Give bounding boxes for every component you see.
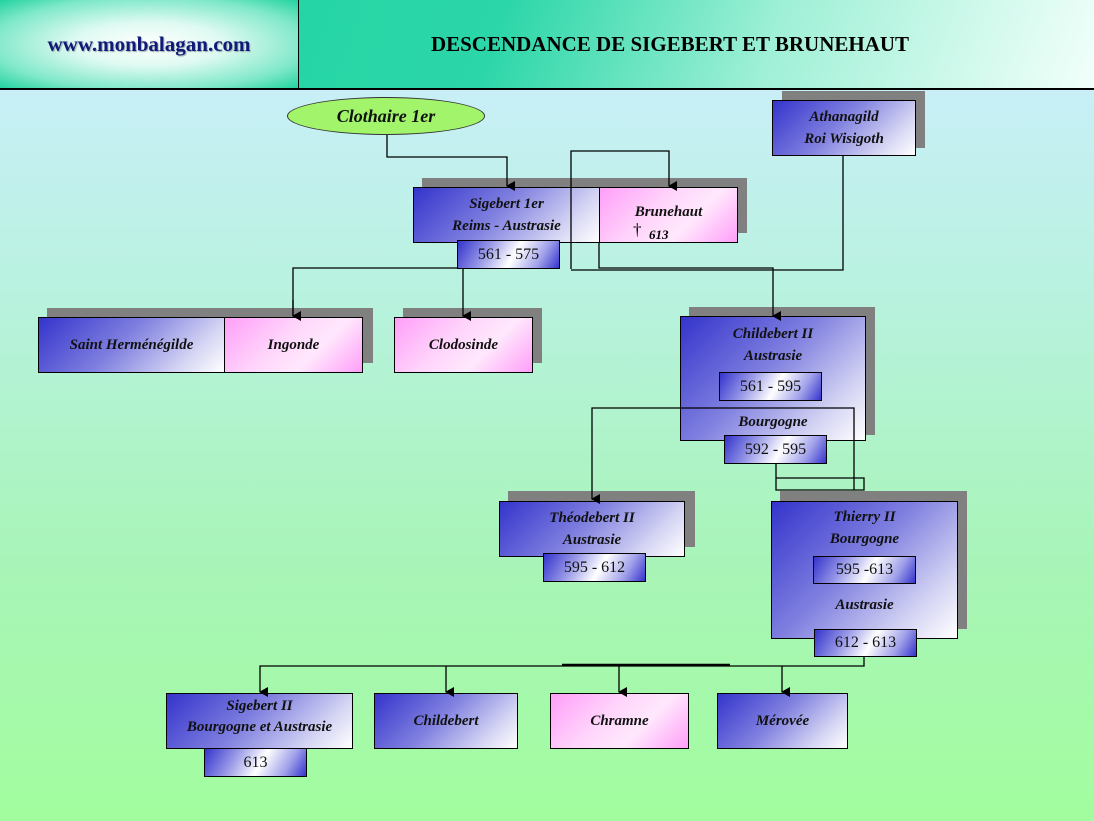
athanagild-title: Roi Wisigoth bbox=[804, 131, 884, 147]
merovee-name: Mérovée bbox=[755, 713, 810, 729]
sigebert2-reign: 613 bbox=[204, 748, 307, 777]
childebert2-reign1: 561 - 595 bbox=[719, 372, 822, 401]
sigebert1-name: Sigebert 1er bbox=[469, 196, 544, 212]
line-to-theodebert bbox=[591, 407, 680, 504]
childebert2-reign2: 592 - 595 bbox=[724, 435, 827, 464]
childebert-name: Childebert bbox=[413, 713, 479, 729]
brunehaut-name: Brunehaut bbox=[634, 204, 703, 220]
clothaire-label: Clothaire 1er bbox=[336, 105, 436, 126]
thierry2-kingdom1: Bourgogne bbox=[829, 531, 900, 547]
node-clodosinde[interactable]: Clodosinde bbox=[394, 317, 533, 373]
node-hermenegilde[interactable]: Saint Herménégilde bbox=[38, 317, 225, 373]
childebert2-kingdom1: Austrasie bbox=[743, 348, 803, 364]
node-childebert[interactable]: Childebert bbox=[374, 693, 518, 749]
theodebert2-kingdom: Austrasie bbox=[562, 532, 622, 548]
page-title: DESCENDANCE DE SIGEBERT ET BRUNEHAUT bbox=[430, 31, 910, 56]
site-link[interactable]: www.monbalagan.com bbox=[47, 31, 251, 56]
theodebert2-name: Théodebert II bbox=[549, 510, 635, 526]
chramne-name: Chramne bbox=[590, 713, 649, 729]
thierry2-name: Thierry II bbox=[833, 509, 896, 525]
death-cross-icon: † bbox=[633, 220, 642, 239]
thierry2-kingdom2: Austrasie bbox=[835, 597, 894, 613]
athanagild-name: Athanagild bbox=[809, 109, 879, 125]
node-athanagild[interactable]: Athanagild Roi Wisigoth bbox=[772, 100, 916, 156]
childebert2-kingdom2: Bourgogne bbox=[738, 414, 808, 430]
node-merovee[interactable]: Mérovée bbox=[717, 693, 848, 749]
ingonde-name: Ingonde bbox=[267, 337, 320, 353]
sigebert2-name: Sigebert II bbox=[226, 698, 293, 714]
sigebert1-kingdom: Reims - Austrasie bbox=[452, 218, 561, 234]
clodosinde-name: Clodosinde bbox=[428, 337, 499, 353]
header-banner: www.monbalagan.com DESCENDANCE DE SIGEBE… bbox=[0, 0, 1094, 90]
thierry2-reign1: 595 -613 bbox=[813, 556, 916, 584]
node-theodebert2[interactable]: Théodebert II Austrasie bbox=[499, 501, 685, 557]
node-chramne[interactable]: Chramne bbox=[550, 693, 689, 749]
thierry2-reign2: 612 - 613 bbox=[814, 629, 917, 657]
node-thierry2[interactable]: Thierry II Bourgogne Austrasie bbox=[771, 501, 958, 639]
node-ingonde[interactable]: Ingonde bbox=[224, 317, 363, 373]
hermenegilde-name: Saint Herménégilde bbox=[69, 337, 194, 353]
childebert2-name: Childebert II bbox=[732, 326, 814, 342]
line-to-thierry bbox=[775, 462, 865, 491]
line-to-childebert2 bbox=[598, 243, 781, 321]
line-thierry-children bbox=[259, 656, 865, 697]
sigebert2-kingdom: Bourgogne et Austrasie bbox=[186, 719, 333, 735]
site-logo-box[interactable]: www.monbalagan.com bbox=[0, 0, 299, 88]
brunehaut-death-year: 613 bbox=[649, 227, 669, 242]
node-clothaire[interactable]: Clothaire 1er bbox=[287, 97, 485, 135]
node-sigebert2[interactable]: Sigebert II Bourgogne et Austrasie bbox=[166, 693, 353, 749]
theodebert2-reign: 595 - 612 bbox=[543, 553, 646, 582]
node-sigebert1[interactable]: Sigebert 1er Reims - Austrasie bbox=[413, 187, 600, 243]
sigebert1-reign: 561 - 575 bbox=[457, 240, 560, 269]
